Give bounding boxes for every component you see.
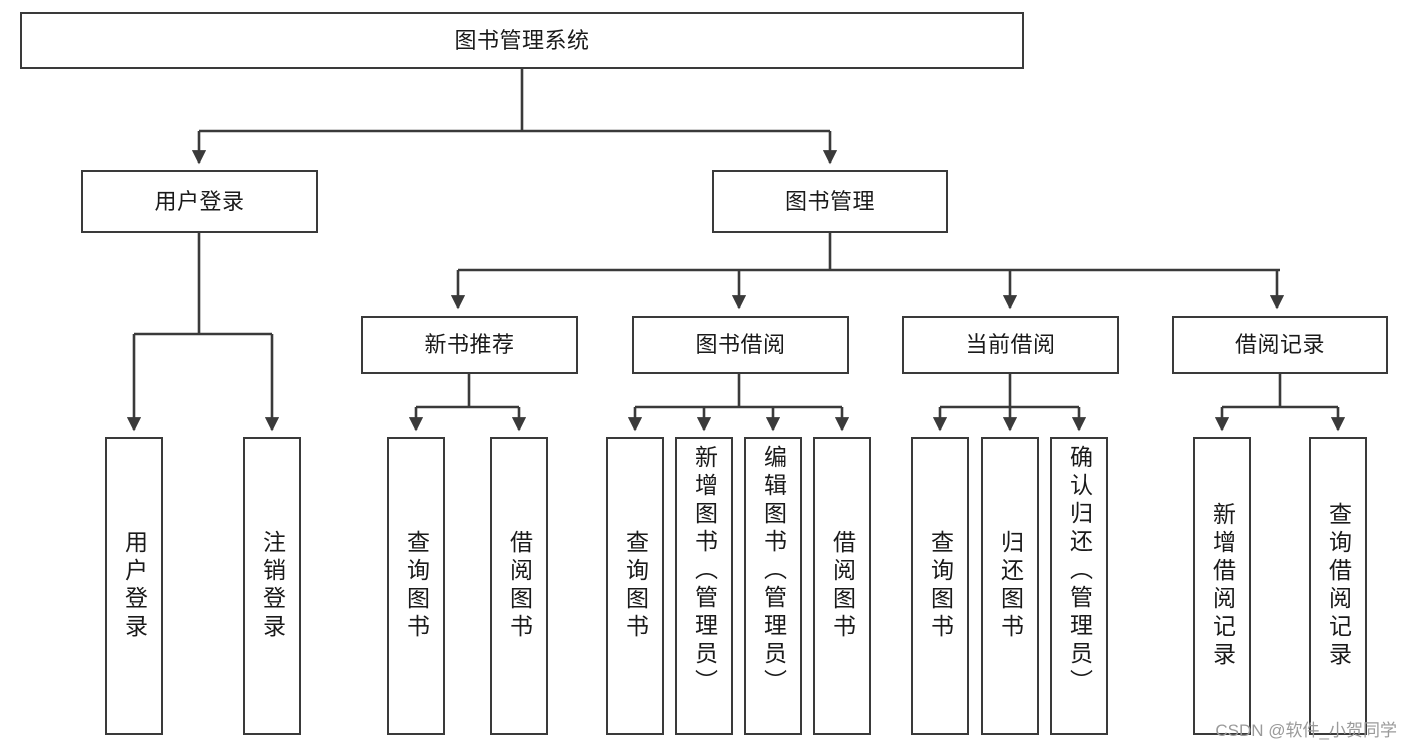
leaf-book-borrow-query-label: 查询图书 bbox=[622, 530, 649, 642]
leaf-book-borrow-edit-label: 编辑图书（管理员） bbox=[760, 445, 787, 697]
node-borrow-records: 借阅记录 bbox=[1172, 316, 1388, 374]
leaf-book-borrow-add-label: 新增图书（管理员） bbox=[691, 445, 718, 697]
node-new-book-recommend: 新书推荐 bbox=[361, 316, 578, 374]
node-borrow-records-label: 借阅记录 bbox=[1234, 332, 1325, 358]
leaf-current-borrow-query: 查询图书 bbox=[911, 437, 969, 735]
leaf-new-book-borrow-label: 借阅图书 bbox=[506, 530, 533, 642]
node-user-login: 用户登录 bbox=[81, 170, 318, 233]
leaf-new-book-borrow: 借阅图书 bbox=[490, 437, 548, 735]
leaf-user-login-logout: 注销登录 bbox=[243, 437, 301, 735]
node-book-management: 图书管理 bbox=[712, 170, 948, 233]
leaf-new-book-query: 查询图书 bbox=[387, 437, 445, 735]
leaf-new-book-query-label: 查询图书 bbox=[403, 530, 430, 642]
leaf-borrow-records-query: 查询借阅记录 bbox=[1309, 437, 1367, 735]
leaf-current-borrow-query-label: 查询图书 bbox=[927, 530, 954, 642]
node-root-system: 图书管理系统 bbox=[20, 12, 1024, 69]
leaf-current-borrow-return: 归还图书 bbox=[981, 437, 1039, 735]
leaf-borrow-records-add-label: 新增借阅记录 bbox=[1209, 502, 1236, 670]
node-book-borrow-label: 图书借阅 bbox=[695, 332, 786, 358]
leaf-book-borrow-add: 新增图书（管理员） bbox=[675, 437, 733, 735]
node-book-borrow: 图书借阅 bbox=[632, 316, 849, 374]
node-user-login-label: 用户登录 bbox=[154, 188, 245, 214]
node-current-borrow: 当前借阅 bbox=[902, 316, 1119, 374]
leaf-current-borrow-return-label: 归还图书 bbox=[997, 530, 1024, 642]
leaf-book-borrow-edit: 编辑图书（管理员） bbox=[744, 437, 802, 735]
leaf-book-borrow-borrow-label: 借阅图书 bbox=[829, 530, 856, 642]
node-book-management-label: 图书管理 bbox=[784, 188, 875, 214]
node-root-system-label: 图书管理系统 bbox=[454, 27, 590, 53]
leaf-borrow-records-query-label: 查询借阅记录 bbox=[1325, 502, 1352, 670]
watermark-text: CSDN @软件_小贺同学 bbox=[1215, 721, 1397, 740]
leaf-user-login-login-label: 用户登录 bbox=[121, 530, 148, 642]
node-current-borrow-label: 当前借阅 bbox=[965, 332, 1056, 358]
leaf-borrow-records-add: 新增借阅记录 bbox=[1193, 437, 1251, 735]
leaf-current-borrow-confirm-return-label: 确认归还（管理员） bbox=[1066, 445, 1093, 697]
node-new-book-recommend-label: 新书推荐 bbox=[424, 332, 515, 358]
leaf-user-login-login: 用户登录 bbox=[105, 437, 163, 735]
leaf-book-borrow-query: 查询图书 bbox=[606, 437, 664, 735]
leaf-book-borrow-borrow: 借阅图书 bbox=[813, 437, 871, 735]
leaf-current-borrow-confirm-return: 确认归还（管理员） bbox=[1050, 437, 1108, 735]
leaf-user-login-logout-label: 注销登录 bbox=[259, 530, 286, 642]
